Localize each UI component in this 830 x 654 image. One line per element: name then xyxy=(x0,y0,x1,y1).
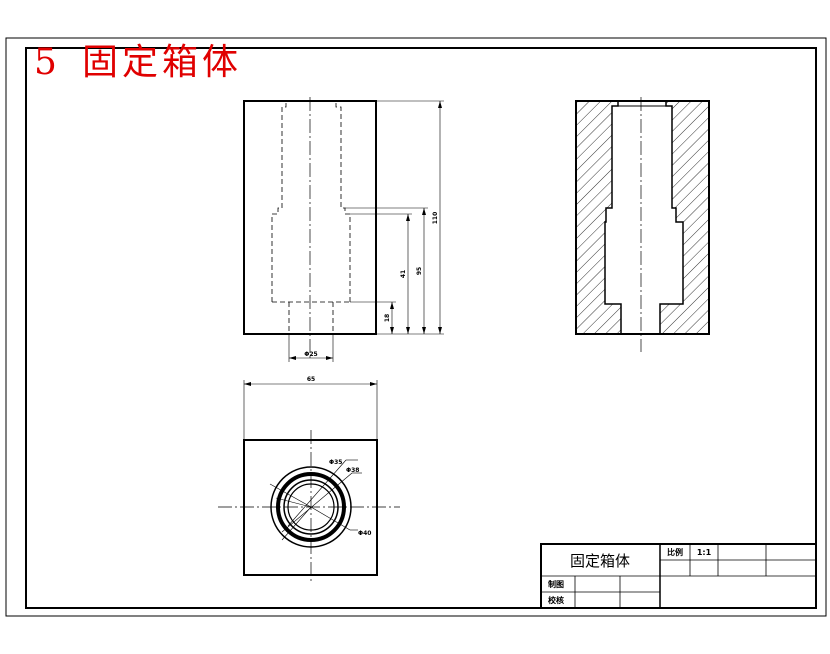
section-hatch xyxy=(576,101,709,334)
circle-bore xyxy=(287,483,335,531)
front-view-hidden-lines xyxy=(271,103,351,334)
title-block-grid xyxy=(541,544,816,608)
inner-frame xyxy=(25,47,817,609)
title-block-checked-label: 校核 xyxy=(548,595,564,605)
dim-height-41: 41 xyxy=(400,270,407,278)
dim-width-65: 65 xyxy=(307,376,315,383)
dim-total-height: 110 xyxy=(432,212,439,225)
title-block-scale-value: 1:1 xyxy=(697,548,712,557)
outer-frame xyxy=(5,37,827,617)
section-view xyxy=(575,97,710,352)
drawing-title: 固定箱体 xyxy=(82,42,242,83)
top-view-dimension-lines xyxy=(243,380,378,541)
dim-height-95: 95 xyxy=(416,267,423,275)
front-view-dimension-lines xyxy=(288,100,444,362)
dim-dia-38: Φ38 xyxy=(346,467,359,474)
circle-outer xyxy=(270,466,352,548)
top-view-dim-arrows xyxy=(244,382,377,386)
section-bore-profile xyxy=(604,101,684,334)
dim-height-18: 18 xyxy=(384,314,391,322)
title-block: 固定箱体 比例 1:1 制图 校核 xyxy=(540,543,817,609)
top-view-outline xyxy=(243,439,378,576)
section-outline xyxy=(575,100,710,335)
title-block-part-name: 固定箱体 xyxy=(570,552,630,570)
dim-dia-35: Φ35 xyxy=(329,459,342,466)
front-view: 110 95 41 18 Φ25 xyxy=(243,97,444,362)
drawing-number: 5 xyxy=(34,42,57,83)
front-view-dim-arrows xyxy=(289,101,442,360)
circle-thread-outer xyxy=(276,472,346,542)
dim-dia-40: Φ40 xyxy=(358,530,371,537)
title-block-drawn-label: 制图 xyxy=(548,579,564,589)
title-block-scale-label: 比例 xyxy=(667,547,683,557)
top-view: 65 Φ35 Φ38 Φ40 xyxy=(218,376,400,584)
circle-thread-inner xyxy=(283,479,339,535)
dim-bottom-diameter: Φ25 xyxy=(304,351,317,358)
